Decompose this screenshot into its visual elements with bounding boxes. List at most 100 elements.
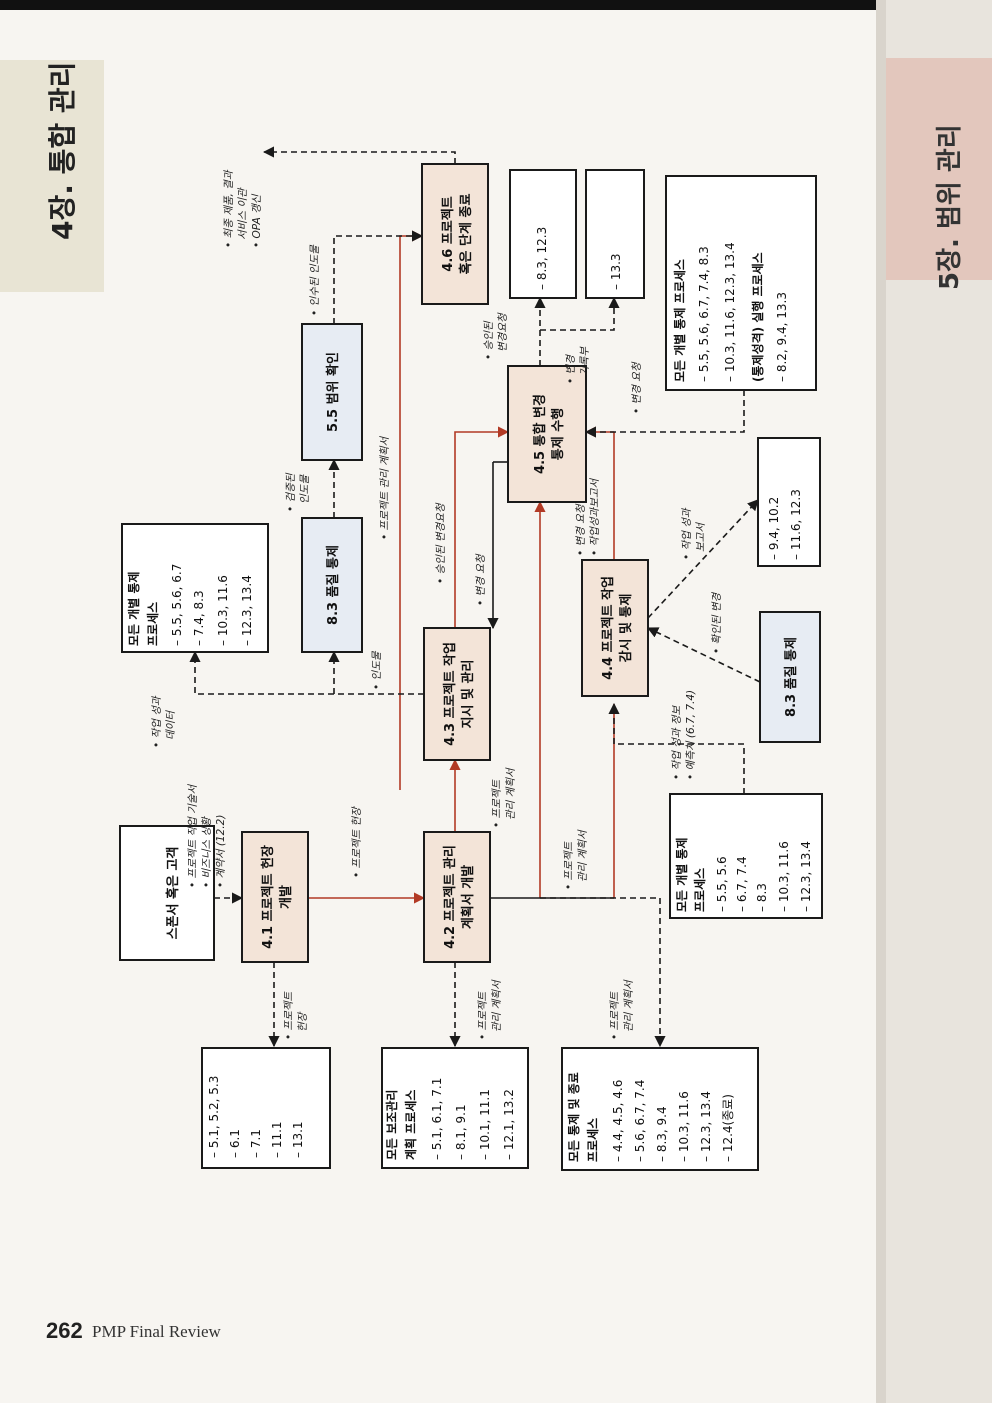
- label-verified-1: • 검증된: [285, 472, 297, 512]
- box-control-b-line1: 모든 개별 통제: [674, 837, 689, 912]
- label-pmp-to-46: • 프로젝트 관리 계획서: [379, 436, 391, 540]
- process-4-6: [421, 163, 489, 305]
- label-work-perf-info-2: • 예측치 (6.7, 7.4): [685, 690, 697, 780]
- label-deliverables: • 인도물: [371, 650, 383, 690]
- process-4-3: [423, 627, 491, 761]
- box-control-b-line7: – 12.3, 13.4: [799, 841, 813, 912]
- process-5-5: [301, 323, 363, 461]
- label-work-perf-reports-1: • 작업 성과: [681, 507, 693, 560]
- box-initiating-line4: – 11.1: [270, 1121, 284, 1158]
- box-control-a-line5: – 10.3, 11.6: [216, 575, 230, 646]
- label-approved-cr-2-2: 변경요청: [497, 312, 509, 352]
- process-4-4-line1: 4.4 프로젝트 작업: [600, 576, 616, 680]
- box-control-c-line1: 모든 개별 통제 프로세스: [672, 259, 687, 382]
- box-initiating-list: [201, 1047, 331, 1169]
- flow-83b-to-44: [646, 627, 761, 683]
- box-control-list-b: [669, 793, 823, 919]
- process-5-5-label: 5.5 범위 확인: [325, 352, 341, 432]
- label-pmp-43-2: 관리 계획서: [505, 767, 517, 820]
- label-cr-wpr-2: • 작업성과보고서: [589, 478, 601, 556]
- box-initiating-line1: – 5.1, 5.2, 5.3: [207, 1076, 221, 1158]
- label-verified-2: 인도물: [299, 474, 311, 504]
- label-pmp-down-2: 관리 계획서: [491, 979, 503, 1032]
- box-control-a-line3: – 5.5, 5.6, 6.7: [170, 564, 184, 646]
- box-closing-line3: – 4.4, 4.5, 4.6: [611, 1080, 625, 1162]
- process-8-3-b: [759, 611, 821, 743]
- label-approved-cr: • 승인된 변경요청: [435, 502, 447, 584]
- box-control-b-line3: – 5.5, 5.6: [715, 856, 729, 912]
- label-sponsor-output-2: • 비즈니스 상황: [201, 816, 213, 888]
- label-work-perf-info-1: • 작업 성과 정보: [671, 704, 683, 780]
- label-pmp-close-1: • 프로젝트: [609, 990, 621, 1040]
- label-change-log-2: 기록부: [579, 346, 591, 376]
- process-4-4: [581, 559, 649, 697]
- label-sponsor-output-3: • 계약서 (12.2): [215, 815, 227, 888]
- flow-43-to-45: [454, 426, 510, 628]
- box-control-c-line3: – 10.3, 11.6, 12.3, 13.4: [723, 242, 737, 382]
- label-work-perf-reports-2: 보고서: [695, 522, 707, 552]
- box-control-list-c: [665, 175, 817, 391]
- box-change-target-1-line: – 8.3, 12.3: [535, 227, 549, 290]
- sponsor-box: [119, 825, 215, 961]
- label-pmp-44-2: 관리 계획서: [577, 829, 589, 882]
- page-number: 262: [46, 1318, 83, 1343]
- label-work-perf-data-2: 데이터: [165, 710, 177, 740]
- box-planning-list: [381, 1047, 529, 1169]
- label-charter-down-2: 헌장: [297, 1011, 309, 1032]
- process-4-5: [507, 365, 587, 503]
- box-planning-line2: 계획 프로세스: [403, 1090, 418, 1160]
- box-control-a-line2: 프로세스: [145, 602, 160, 646]
- box-control-a-line1: 모든 개별 통제: [126, 571, 141, 646]
- process-4-3-line1: 4.3 프로젝트 작업: [442, 642, 458, 746]
- box-planning-line5: – 10.1, 11.1: [478, 1089, 492, 1160]
- sponsor-label: 스폰서 혹은 고객: [165, 847, 181, 940]
- next-page-chapter-band: [886, 58, 992, 280]
- box-closing-line4: – 5.6, 6.7, 7.4: [633, 1080, 647, 1162]
- box-closing-line8: – 12.4(종료): [721, 1094, 735, 1162]
- box-change-target-2-line: – 13.3: [609, 253, 623, 290]
- label-final-1: • 최종 제품, 결과: [223, 169, 235, 248]
- box-closing-line5: – 8.3, 9.4: [655, 1106, 669, 1162]
- label-verified-changes: • 확인된 변경: [711, 591, 723, 654]
- box-closing-line1: 모든 통제 및 종료: [566, 1072, 581, 1162]
- flow-46-to-final: [262, 146, 456, 164]
- box-control-c-line4: (통제성격) 실행 프로세스: [750, 252, 765, 382]
- flow-42-to-close: [540, 897, 666, 1048]
- process-4-2-line1: 4.2 프로젝트 관리: [442, 845, 458, 949]
- box-change-target-2: [585, 169, 645, 299]
- process-4-4-line2: 감시 및 통제: [619, 594, 634, 663]
- label-sponsor-output-1: • 프로젝트 작업 기술서: [187, 784, 199, 888]
- box-control-b-line4: – 6.7, 7.4: [735, 856, 749, 912]
- process-4-2: [423, 831, 491, 963]
- label-accepted-deliverables: • 인수된 인도물: [309, 244, 321, 316]
- box-closing-line7: – 12.3, 13.4: [699, 1091, 713, 1162]
- process-4-5-line2: 통제 수행: [550, 408, 566, 460]
- label-change-log-1: • 변경: [565, 354, 577, 384]
- box-control-c-line5: – 8.2, 9.4, 13.3: [775, 292, 789, 382]
- box-control-b-line6: – 10.3, 11.6: [777, 841, 791, 912]
- label-pmp-close-2: 관리 계획서: [623, 979, 635, 1032]
- box-performance-line2: – 11.6, 12.3: [789, 489, 803, 560]
- box-performance-reports: [757, 437, 821, 567]
- process-4-6-line2: 혹은 단계 종료: [458, 194, 474, 275]
- chapter-title: 4장. 통합 관리: [46, 62, 79, 240]
- label-approved-cr-2-1: • 승인된: [483, 320, 495, 360]
- box-control-b-line5: – 8.3: [755, 883, 769, 912]
- process-8-3-b-label: 8.3 품질 통제: [784, 637, 799, 717]
- label-change-request-3: • 변경 요청: [631, 361, 643, 414]
- box-planning-line4: – 8.1, 9.1: [454, 1104, 468, 1160]
- process-4-5-line1: 4.5 통합 변경: [532, 394, 548, 474]
- next-page-chapter: 5장. 범위 관리: [935, 124, 965, 290]
- flow-45-to-chg2: [540, 296, 620, 331]
- box-performance-line1: – 9.4, 10.2: [767, 497, 781, 560]
- label-change-request: • 변경 요청: [475, 553, 487, 606]
- label-pmp-down-1: • 프로젝트: [477, 990, 489, 1040]
- box-planning-line1: 모든 보조관리: [384, 1090, 399, 1160]
- box-control-c-line2: – 5.5, 5.6, 6.7, 7.4, 8.3: [697, 246, 711, 382]
- box-planning-line3: – 5.1, 6.1, 7.1: [430, 1078, 444, 1160]
- label-charter-down-1: • 프로젝트: [283, 990, 295, 1040]
- label-pmp-44-1: • 프로젝트: [563, 840, 575, 890]
- process-4-3-line2: 지시 및 관리: [460, 660, 476, 729]
- process-8-3-a: [301, 517, 363, 653]
